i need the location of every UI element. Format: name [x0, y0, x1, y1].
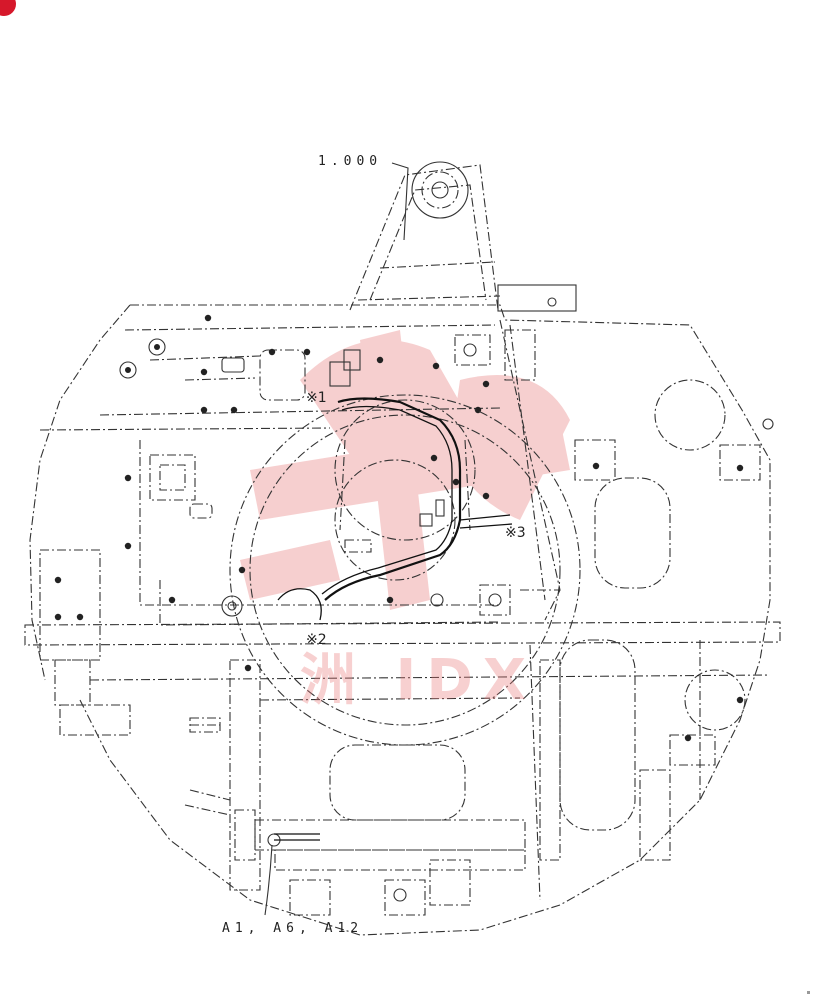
wiring-harness	[221, 349, 513, 847]
boom-bracket	[349, 161, 577, 312]
lower-structures	[184, 659, 526, 916]
right-structures	[499, 319, 774, 901]
ref-label-bottom: A1, A6, A12	[222, 921, 364, 936]
callout-mark-2: ※2	[306, 632, 327, 648]
watermark-text: 洲 IDX	[300, 648, 536, 713]
watermark-logo	[240, 330, 570, 610]
ref-label-top: 1.000	[318, 154, 383, 169]
mount-points	[54, 314, 744, 742]
callout-mark-1: ※1	[306, 390, 327, 406]
swing-circle	[229, 334, 581, 746]
corner-dot	[807, 991, 810, 994]
leader-bottom	[264, 844, 273, 916]
left-cluster	[119, 338, 306, 733]
callout-mark-3: ※3	[505, 525, 526, 541]
main-frame	[24, 304, 781, 936]
leader-top	[391, 162, 409, 241]
corner-badge	[0, 0, 16, 16]
